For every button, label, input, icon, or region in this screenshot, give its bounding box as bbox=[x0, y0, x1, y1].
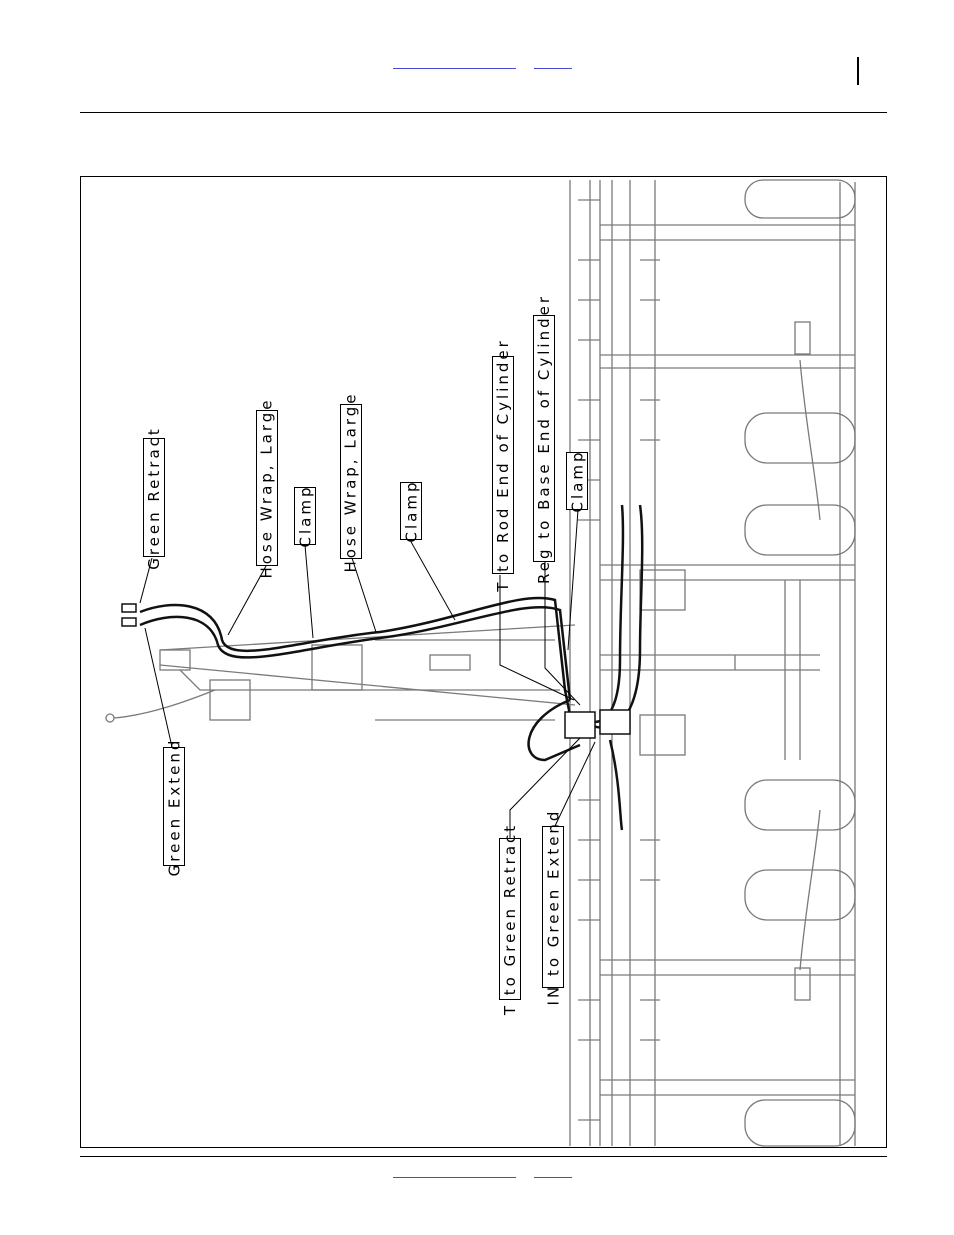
callout-hose-wrap-large-1-label: Hose Wrap, Large bbox=[258, 397, 276, 578]
callout-green-extend-label: Green Extend bbox=[165, 737, 183, 876]
footer-link-left[interactable] bbox=[393, 1177, 516, 1178]
callout-t-to-green-retract-label: T to Green Retract bbox=[501, 823, 519, 1015]
callout-hose-wrap-large-2-label: Hose Wrap, Large bbox=[342, 391, 360, 572]
callout-green-retract-label: Green Retract bbox=[145, 426, 163, 570]
callout-t-to-green-retract: T to Green Retract bbox=[499, 838, 521, 1000]
callout-in-to-green-extend: IN to Green Extend bbox=[542, 826, 564, 988]
callout-hose-wrap-large-2: Hose Wrap, Large bbox=[340, 404, 362, 559]
footer-rule bbox=[80, 1156, 887, 1157]
callout-reg-to-base-end-label: Reg to Base End of Cylinder bbox=[535, 294, 553, 584]
callout-t-to-rod-end: T to Rod End of Cylinder bbox=[492, 356, 514, 574]
callout-clamp-1: Clamp bbox=[294, 487, 316, 545]
footer-link-right[interactable] bbox=[534, 1177, 572, 1178]
callout-clamp-3-label: Clamp bbox=[568, 450, 586, 513]
callout-t-to-rod-end-label: T to Rod End of Cylinder bbox=[494, 338, 512, 592]
callout-clamp-1-label: Clamp bbox=[296, 485, 314, 548]
callout-green-extend: Green Extend bbox=[163, 747, 185, 866]
callout-reg-to-base-end: Reg to Base End of Cylinder bbox=[533, 315, 555, 562]
callout-clamp-2: Clamp bbox=[400, 482, 422, 540]
hose-fittings bbox=[122, 604, 630, 738]
callout-in-to-green-extend-label: IN to Green Extend bbox=[544, 809, 562, 1006]
callout-hose-wrap-large-1: Hose Wrap, Large bbox=[256, 410, 278, 566]
hydraulic-hoses bbox=[140, 505, 642, 830]
implement-frame-linework bbox=[106, 180, 855, 1146]
callout-green-retract: Green Retract bbox=[143, 438, 165, 557]
callout-clamp-2-label: Clamp bbox=[402, 480, 420, 543]
callout-clamp-3: Clamp bbox=[566, 452, 588, 510]
leader-lines bbox=[140, 510, 595, 838]
